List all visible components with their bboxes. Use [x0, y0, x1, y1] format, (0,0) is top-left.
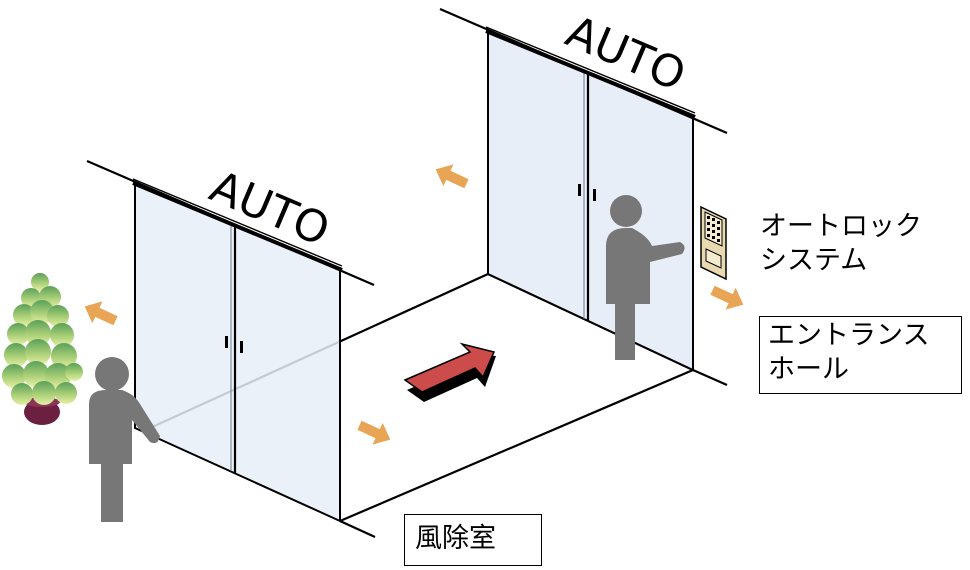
right-door-handle-right	[593, 189, 596, 201]
vestibule-label: 風除室	[404, 514, 542, 566]
left-door-handle-right	[240, 341, 243, 353]
person-outside-icon	[89, 357, 160, 522]
right-door-handle-left	[578, 184, 581, 196]
left-auto-door	[86, 159, 375, 523]
big-direction-arrow-icon	[403, 342, 496, 402]
direction-arrow-icons	[84, 164, 744, 445]
arrow-left-door-icon	[84, 301, 118, 326]
autolock-label-line-2: システム	[760, 245, 868, 276]
person-at-autolock-icon	[606, 195, 685, 360]
autolock-label: オートロック システム	[760, 210, 922, 278]
vestibule-label-text: 風除室	[415, 523, 496, 554]
arrow-upper-left-icon	[435, 164, 469, 189]
entrance-hall-label-line-2: ホール	[768, 354, 849, 385]
keypad-panel-icon	[700, 205, 727, 281]
autolock-label-line-1: オートロック	[760, 211, 922, 242]
left-door-handle-left	[225, 336, 228, 348]
potted-plant-icon	[2, 273, 83, 425]
entrance-hall-label-line-1: エントランス	[768, 320, 930, 351]
arrow-to-entrance-icon	[710, 285, 744, 310]
arrow-into-vestibule-icon	[357, 420, 391, 445]
entrance-hall-label: エントランス ホール	[759, 316, 962, 394]
